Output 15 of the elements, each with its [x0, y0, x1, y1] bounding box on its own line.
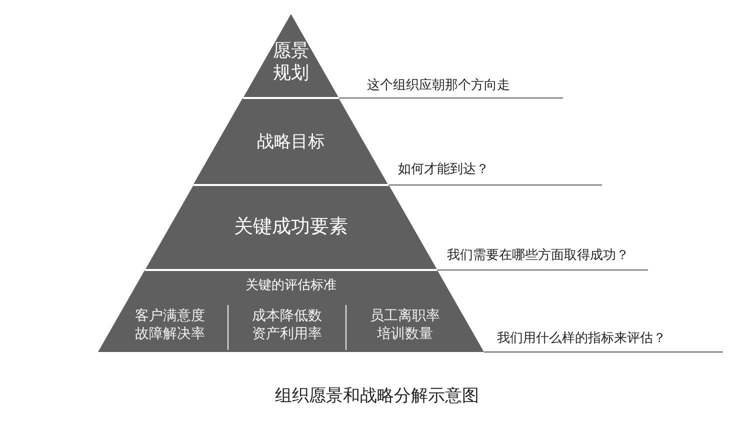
metric-label: 资产利用率 [252, 326, 322, 343]
annotation-text: 如何才能到达？ [398, 161, 489, 178]
annotation-text: 我们需要在哪些方面取得成功？ [447, 247, 629, 264]
annotation-text: 这个组织应朝那个方向走 [367, 77, 510, 94]
layer-label: 关键成功要素 [232, 216, 349, 238]
metric-label: 故障解决率 [134, 326, 205, 343]
layer-label: 愿景规划 [272, 40, 310, 84]
annotation-text: 我们用什么样的指标来评估？ [497, 330, 666, 347]
layer-label: 战略目标 [256, 132, 326, 152]
metric-label: 培训数量 [376, 326, 433, 343]
metric-label: 员工离职率 [370, 308, 440, 326]
layer-label: 关键的评估标准 [244, 278, 338, 294]
caption: 组织愿景和战略分解示意图 [274, 385, 480, 407]
metric-label: 成本降低数 [252, 308, 322, 326]
metric-label: 客户满意度 [134, 308, 205, 326]
